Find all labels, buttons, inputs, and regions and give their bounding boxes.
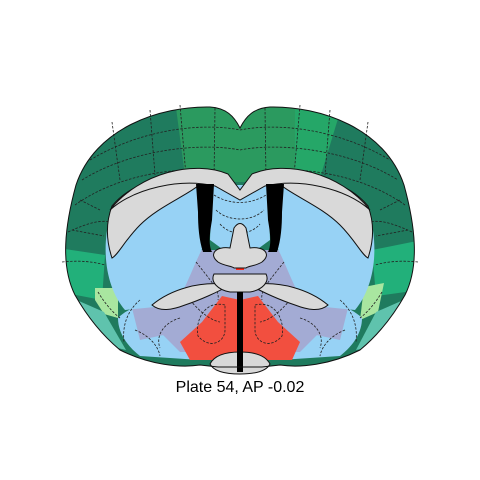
cortex-lateral-right [372, 240, 415, 296]
brain-outline [65, 106, 415, 368]
third-ventricle-upper [213, 223, 267, 269]
anterior-commissure-left [151, 283, 232, 310]
cortex-medial-dorsal-left [175, 106, 240, 182]
cortex-insular-right [360, 283, 384, 320]
cortex-insular-left [95, 288, 118, 318]
third-ventricle-middle [212, 273, 268, 293]
midline-fiber [237, 292, 243, 372]
fiber-tract-left [196, 184, 214, 252]
fiber-tract-right [266, 184, 284, 252]
anterior-commissure-right [248, 283, 329, 310]
corpus-callosum [109, 167, 371, 211]
cortex-medial-dorsal-right [240, 106, 305, 182]
plate-caption: Plate 54, AP -0.02 [175, 379, 305, 396]
